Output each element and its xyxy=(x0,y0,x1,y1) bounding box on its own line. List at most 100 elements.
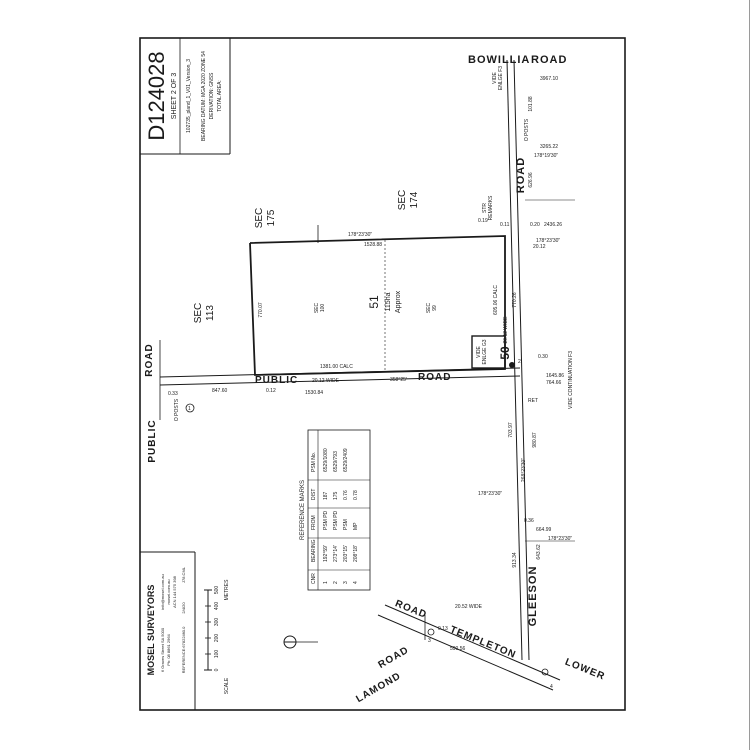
public-road-south-edge xyxy=(159,375,521,386)
scale-tick-label: 200 xyxy=(214,634,220,643)
east-road-label: ROAD xyxy=(515,157,527,193)
dist-2436: 2436.26 xyxy=(544,222,562,228)
allotment-51-approx: Approx xyxy=(395,290,402,313)
ret-marker: RET xyxy=(528,398,538,404)
scale-label: SCALE xyxy=(224,677,230,694)
section-174-number: 174 xyxy=(409,191,420,208)
scale-ticks: 0 100 200 300 400 500 xyxy=(205,586,220,671)
dist-0-11: 0.11 xyxy=(500,222,510,228)
reference-marks-title: REFERENCE MARKS xyxy=(300,480,306,540)
dist-770-west: 770.07 xyxy=(258,302,264,318)
remarks-marker: REMARKS xyxy=(488,195,494,220)
corner-marker-1 xyxy=(185,403,195,413)
east-road-east-edge xyxy=(513,59,530,661)
bearing-178-east: 178°23'30" xyxy=(536,238,560,244)
reference-header-cell: FROM xyxy=(311,515,317,530)
dist-3265: 3265.22 xyxy=(540,144,558,150)
allotment-51-number: 51 xyxy=(367,295,381,309)
surveyor-email: info@mosel.com.au xyxy=(160,574,165,609)
enlargement-f3: ENLGE F3 xyxy=(498,66,504,90)
allotment-51-area: 115ha xyxy=(385,292,392,311)
vide-continuation: VIDE CONTINUATION F3 xyxy=(568,351,574,409)
opost-east: O POSTS xyxy=(524,118,530,141)
scale-tick-label: 100 xyxy=(214,650,220,659)
dist-626: 626.96 xyxy=(528,172,534,188)
dist-1530: 1530.84 xyxy=(305,390,323,396)
surveyor-name: MOSEL SURVEYORS xyxy=(146,585,156,676)
dist-764: 764.66 xyxy=(546,380,562,386)
scale-tick-label: 500 xyxy=(214,586,220,595)
reference-table-cell: 2 xyxy=(333,581,339,584)
allotment-50-boundary xyxy=(471,335,506,369)
reference-table-cell: 273°14' xyxy=(333,545,339,562)
reference-table-cell: 6529/1080 xyxy=(323,448,329,472)
bearing-178-south: 178°23'30" xyxy=(548,536,572,542)
reference-table-cell: PSM PD xyxy=(333,510,339,530)
derivation: DERIVATION: GNSS xyxy=(209,72,215,119)
scale-tick-label: 0 xyxy=(214,668,220,671)
bearing-358: 358°25' xyxy=(390,377,407,383)
bearing-178-top: 178°23'30" xyxy=(348,232,372,238)
surveyor-web: mosel.com.au xyxy=(166,580,171,605)
enlargement-g3: ENLGE G3 xyxy=(482,339,488,364)
road-width-east: 20.12 WIDE xyxy=(503,316,509,344)
dist-605-calc: 605.06 CALC xyxy=(493,285,499,315)
bearing-178-north: 178°19'30" xyxy=(534,153,558,159)
templeton-road-name: TEMPLETON xyxy=(448,624,517,661)
templeton-road-label: ROAD xyxy=(393,598,428,621)
dist-0-36: 0.36 xyxy=(524,518,534,524)
dist-3967: 3967.10 xyxy=(540,76,558,82)
vide-note-south: VIDE xyxy=(476,346,482,358)
scale-units: METRES xyxy=(224,579,230,601)
dist-0-13: 0.13 xyxy=(438,626,448,632)
dist-913: 913.34 xyxy=(512,552,518,568)
total-area: TOTAL AREA: xyxy=(217,80,223,112)
reference-table-cell: 192°59' xyxy=(323,545,329,562)
reference-header-cell: BEARING xyxy=(311,539,317,562)
bearing-268: 268°23'30" xyxy=(521,458,527,482)
reference-table-cell: 4 xyxy=(353,581,359,584)
section-113-prefix: SEC xyxy=(193,303,204,324)
scale-tick-label: 400 xyxy=(214,602,220,611)
reference-table-cell: 203°15' xyxy=(343,545,349,562)
dist-980: 980.87 xyxy=(532,432,538,448)
reference-header-cell: PSM No. xyxy=(311,452,317,472)
corner-4-label: 4 xyxy=(550,684,553,690)
allotment-50-number: 50 xyxy=(498,346,512,360)
bearing-datum: BEARING DATUM: MGA 2020 ZONE 54 xyxy=(201,51,207,141)
bearing-178-mid: 178°23'30" xyxy=(478,491,502,497)
corner-1-label: 1 xyxy=(188,406,191,412)
dist-20-12: 20.12 xyxy=(533,244,546,250)
reference-table-cell: 187 xyxy=(323,491,329,500)
dist-0-30: 0.30 xyxy=(538,354,548,360)
surveyor-abn: ACN 144 575 398 xyxy=(172,575,177,608)
reference-table-cell: 6529/793 xyxy=(333,451,339,472)
dist-703: 703.97 xyxy=(508,422,514,438)
lamond-road-name: LAMOND xyxy=(354,671,403,705)
reference-table-cell: 0.76 xyxy=(343,490,349,500)
reference-table-cell: 6529/2409 xyxy=(343,448,349,472)
section-175-number: 175 xyxy=(266,209,277,226)
opost-west: O POSTS xyxy=(174,398,180,421)
surveyor-reference: REFERENCE:678224fi0.0 xyxy=(181,626,186,673)
reference-table-cell: 3 xyxy=(343,581,349,584)
reference-table-border xyxy=(307,429,371,591)
section-100-number: 100 xyxy=(320,304,326,313)
dist-847: 847.60 xyxy=(212,388,228,394)
dist-590: 590.56 xyxy=(450,646,466,652)
scale-tick-label: 300 xyxy=(214,618,220,627)
gleeson-road-name: GLEESON xyxy=(527,566,539,627)
surveyor-phone: Ph: 08 8861 2964 xyxy=(166,633,171,665)
reference-table-cell: 175 xyxy=(333,491,339,500)
corner-marker-2 xyxy=(509,362,515,368)
dist-1645: 1645.86 xyxy=(546,373,564,379)
version-label: 102735_pland_1_V01_Version_3 xyxy=(186,59,192,133)
reference-header-cell: DIST xyxy=(311,489,317,500)
corner-3-label: 3 xyxy=(428,638,431,644)
corner-marker-4 xyxy=(541,668,549,676)
sheet-number: SHEET 2 OF 3 xyxy=(171,73,178,120)
road-width-templeton: 20.52 WIDE xyxy=(455,604,483,610)
lamond-road-label: ROAD xyxy=(377,645,411,671)
corner-2-label: 2 xyxy=(518,359,521,365)
